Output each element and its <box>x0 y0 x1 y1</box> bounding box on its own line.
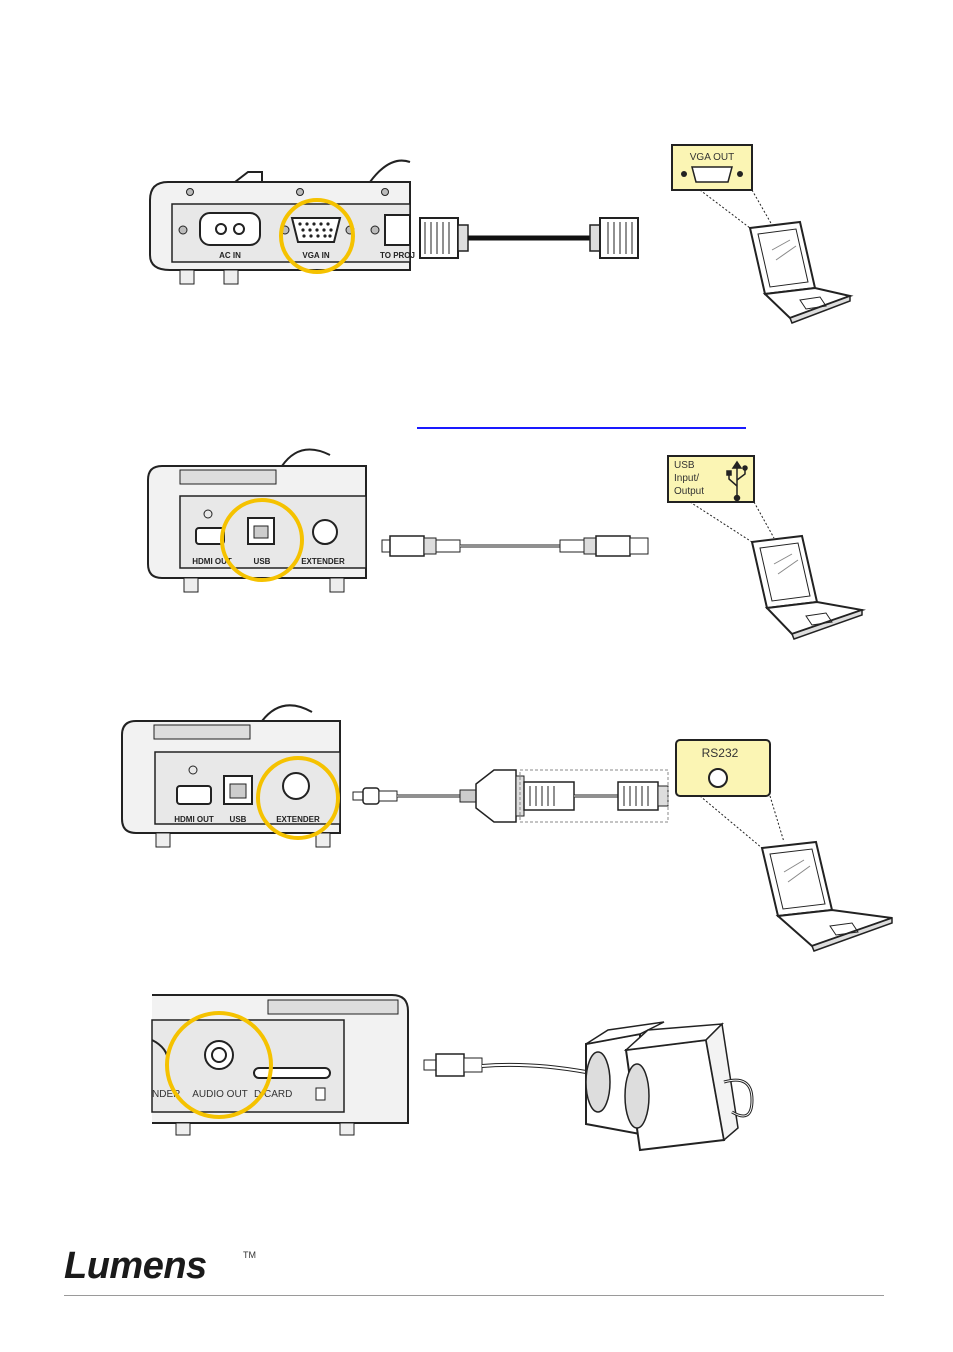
port-label-to-proj: TO PROJ <box>380 251 415 260</box>
port-label-extender-2: EXTENDER <box>276 815 320 824</box>
port-label-extender: EXTENDER <box>301 557 345 566</box>
usb-io-label-line2: Input/ <box>674 473 699 484</box>
audio-cable <box>423 1053 587 1077</box>
port-label-vga-in: VGA IN <box>302 251 329 260</box>
document-camera-rear-usb: HDMI OUT USB EXTENDER <box>147 448 367 593</box>
document-camera-rear-vga: AC IN VGA IN TO PROJ <box>149 159 415 285</box>
usb-cable <box>381 535 649 557</box>
rs232-label: RS232 <box>702 746 739 760</box>
usb-symbol-icon <box>726 460 748 502</box>
port-label-usb-2: USB <box>230 815 247 824</box>
highlight-circle-usb <box>220 498 304 582</box>
document-camera-rear-extender: HDMI OUT USB EXTENDER <box>121 704 341 848</box>
trademark-symbol: TM <box>243 1250 256 1260</box>
rs232-cable <box>352 769 669 823</box>
highlight-circle-extender <box>256 756 340 840</box>
port-label-hdmi-out-2: HDMI OUT <box>174 815 214 824</box>
usb-io-label-line3: Output <box>674 486 704 497</box>
highlight-circle-audio-out <box>165 1011 273 1119</box>
port-label-sd-card: D CARD <box>254 1089 292 1100</box>
port-label-audio-out: AUDIO OUT <box>192 1089 248 1100</box>
vga-cable <box>419 217 639 259</box>
speakers <box>585 1021 754 1152</box>
footer-divider <box>64 1295 884 1296</box>
document-camera-rear-audio: NDER AUDIO OUT D CARD <box>151 994 409 1136</box>
port-label-nder: NDER <box>152 1089 180 1100</box>
port-label-hdmi-out: HDMI OUT <box>192 557 232 566</box>
laptop-vga: VGA OUT <box>671 144 854 324</box>
highlight-circle-vga-in <box>279 198 355 274</box>
laptop-usb: USB Input/ Output <box>667 455 866 640</box>
laptop-rs232: RS232 <box>675 739 893 952</box>
port-label-usb: USB <box>254 557 271 566</box>
lumens-logo: Lumens <box>64 1245 207 1287</box>
vga-out-label: VGA OUT <box>690 152 734 163</box>
usb-io-label-line1: USB <box>674 460 695 471</box>
hyperlink-underline[interactable] <box>417 427 746 429</box>
port-label-ac-in: AC IN <box>219 251 241 260</box>
